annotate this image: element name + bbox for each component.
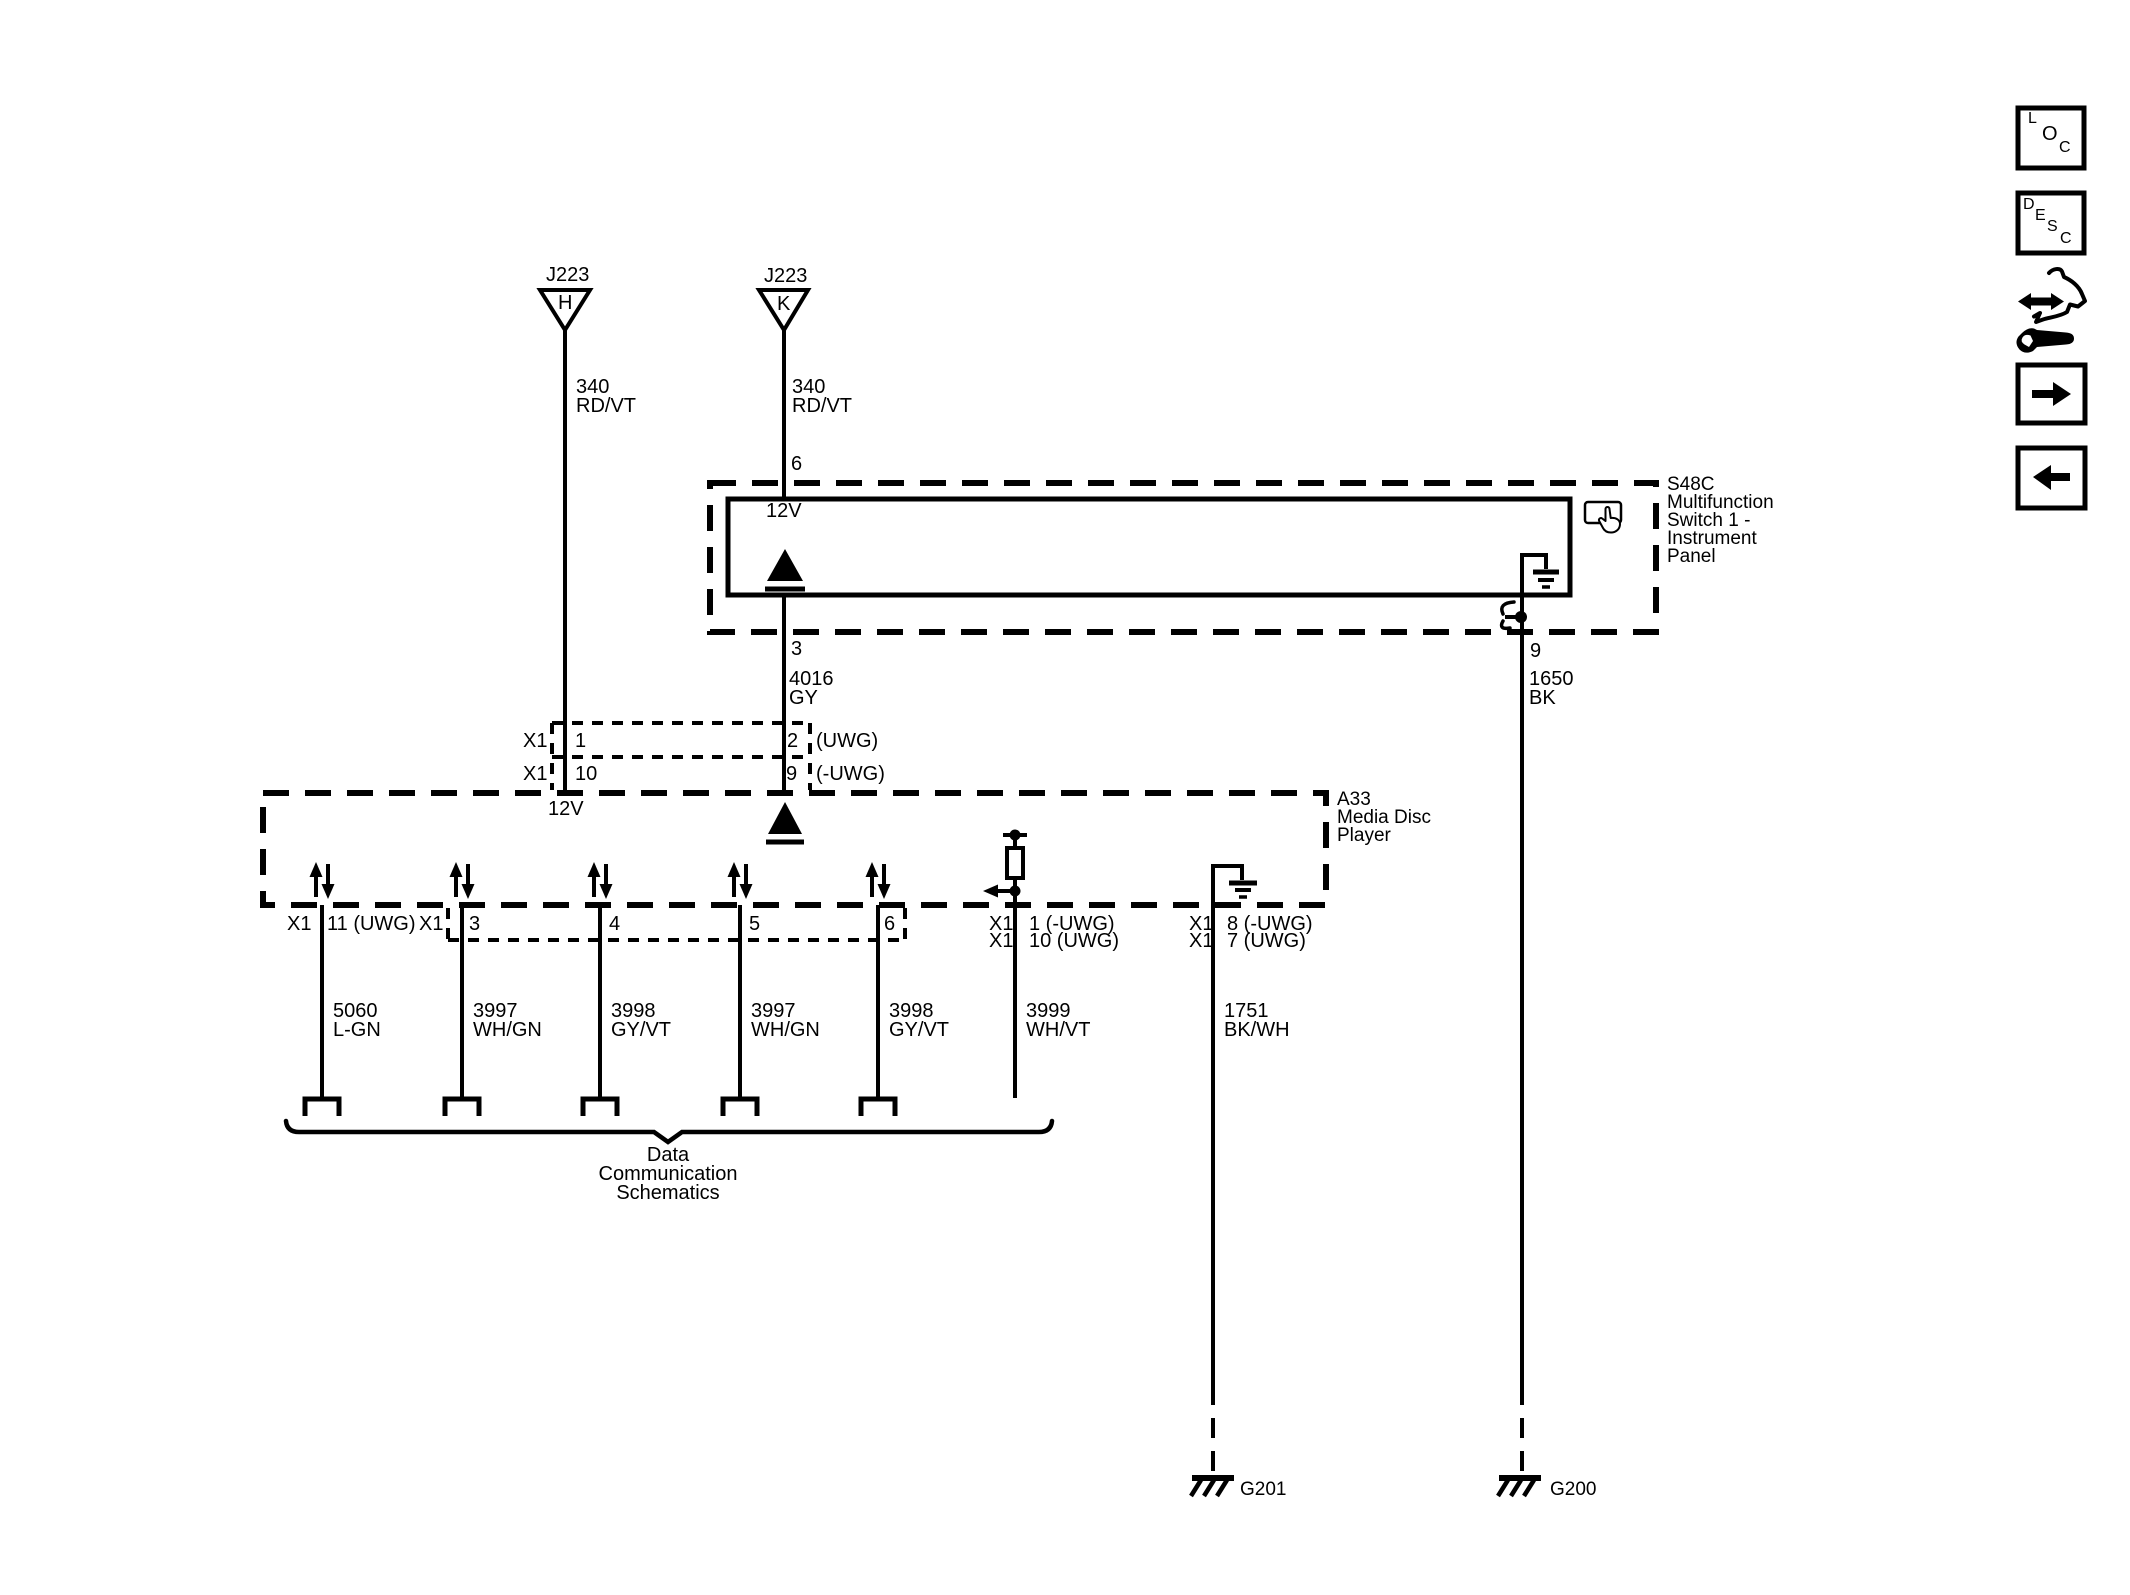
j223-h-connector-triangle — [536, 288, 594, 334]
terminal-connectors — [302, 1096, 898, 1116]
loc-button[interactable] — [2015, 105, 2087, 171]
s48c-pin-6: 6 — [791, 453, 803, 475]
wire-label-3997a: 3997 WH/GN — [473, 1000, 542, 1041]
a33-component-box — [260, 790, 1329, 908]
wire-label-340-left: 340 RD/VT — [576, 376, 636, 417]
group-brace — [283, 1118, 1055, 1145]
a33-pin2-conn: X1 — [419, 913, 444, 935]
a33-pin7-conn: X1 — [1189, 913, 1214, 935]
lower-connector-band — [446, 908, 907, 942]
loc-letter-1: L — [2028, 110, 2037, 127]
x1-band-row1-left: 1 — [575, 730, 587, 752]
touch-hotspot-icon[interactable] — [1583, 500, 1623, 534]
loc-letter-2: O — [2042, 123, 2058, 145]
j223-h-label: J223 — [546, 264, 590, 286]
wire-label-3998b: 3998 GY/VT — [889, 1000, 950, 1041]
desc-letter-1: D — [2023, 196, 2035, 213]
wire-label-4016: 4016 GY — [789, 668, 834, 709]
x1-band-row1-conn: X1 — [523, 730, 548, 752]
g201-ground-icon — [1189, 1475, 1234, 1498]
wire-label-1650: 1650 BK — [1529, 668, 1574, 709]
desc-letter-3: S — [2047, 218, 2058, 235]
a33-pin1-conn: X1 — [287, 913, 312, 935]
x1-band-row2-tag: (-UWG) — [816, 763, 885, 785]
x1-band-row2-conn: X1 — [523, 763, 548, 785]
wire-label-3997b: 3997 WH/GN — [751, 1000, 820, 1041]
a33-pin2: 3 — [469, 913, 481, 935]
desc-button[interactable] — [2015, 190, 2087, 256]
s48c-title: S48C Multifunction Switch 1 - Instrument… — [1667, 474, 1774, 567]
tone-symbol — [766, 802, 804, 845]
a33-pin6-row2: 10 (UWG) — [1029, 930, 1119, 952]
s48c-component-box[interactable] — [707, 480, 1659, 635]
s48c-pin-9: 9 — [1530, 640, 1542, 662]
a33-pin4: 5 — [749, 913, 761, 935]
x1-band-row1-tag: (UWG) — [816, 730, 879, 752]
data-arrows-icon — [309, 862, 891, 899]
x1-band-row1-right: 2 — [787, 730, 799, 752]
desc-letter-2: E — [2035, 207, 2046, 224]
a33-pin6-conn2: X1 — [989, 930, 1014, 952]
g200-label: G200 — [1550, 1479, 1597, 1500]
earth-ground-icon — [1520, 553, 1559, 595]
a33-12v: 12V — [548, 798, 584, 820]
a33-pin7-row1: 8 (-UWG) — [1227, 913, 1313, 935]
wire-label-3999: 3999 WH/VT — [1026, 1000, 1091, 1041]
a33-pin5: 6 — [884, 913, 896, 935]
wire-label-3998a: 3998 GY/VT — [611, 1000, 672, 1041]
s48c-12v: 12V — [766, 500, 802, 522]
inline-clip-icon — [1499, 600, 1527, 631]
g200-ground-icon — [1496, 1475, 1541, 1498]
a33-title: A33 Media Disc Player — [1337, 789, 1431, 846]
j223-h-cavity: H — [558, 292, 573, 314]
a33-pin1: 11 (UWG) — [327, 913, 416, 935]
wires — [320, 330, 1524, 1472]
earth-ground-icon — [1211, 864, 1257, 905]
x1-band-row2-left: 10 — [575, 763, 598, 785]
back-button[interactable] — [2015, 445, 2088, 511]
wire-label-5060: 5060 L-GN — [333, 1000, 381, 1041]
loc-letter-3: C — [2059, 139, 2071, 156]
a33-pin7-row2: 7 (UWG) — [1227, 930, 1306, 952]
j223-k-connector-triangle — [755, 288, 812, 334]
tone-symbol — [765, 549, 805, 592]
part-locator-icon[interactable] — [2016, 267, 2087, 353]
x1-band-row2-right: 9 — [786, 763, 798, 785]
j223-k-cavity: K — [777, 293, 791, 315]
next-button[interactable] — [2015, 362, 2088, 426]
a33-pin3: 4 — [609, 913, 621, 935]
a33-pin7-conn2: X1 — [1189, 930, 1214, 952]
brace-label: Data Communication Schematics — [598, 1144, 738, 1204]
g201-label: G201 — [1240, 1479, 1287, 1500]
desc-letter-4: C — [2060, 230, 2072, 247]
j223-k-label: J223 — [764, 265, 808, 287]
resistor-symbol — [983, 829, 1027, 898]
a33-pin6-row1: 1 (-UWG) — [1029, 913, 1115, 935]
wire-label-1751: 1751 BK/WH — [1224, 1000, 1290, 1041]
wire-label-340-right: 340 RD/VT — [792, 376, 852, 417]
a33-pin6-conn: X1 — [989, 913, 1014, 935]
s48c-pin-3: 3 — [791, 638, 803, 660]
inline-connector-band — [550, 721, 812, 790]
